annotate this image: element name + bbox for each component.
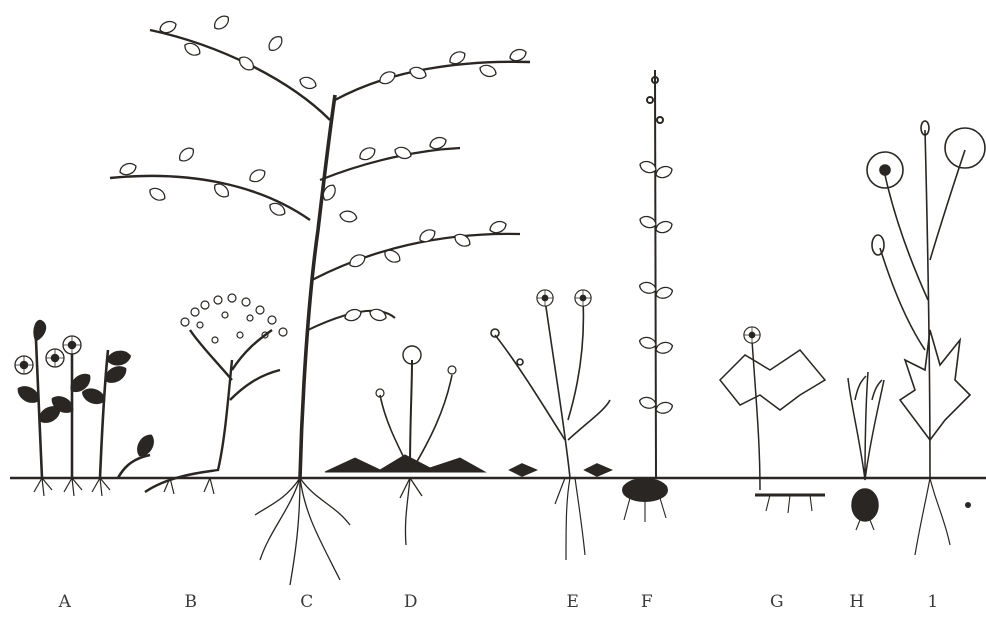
label-e: E [558,592,588,612]
plant-g [720,327,825,513]
plant-f [623,70,674,522]
label-b: B [176,592,206,612]
label-h: H [842,592,872,612]
plant-1 [867,121,985,555]
label-c: C [292,592,322,612]
label-1: 1 [918,592,948,612]
label-f: F [632,592,662,612]
plant-d [325,346,485,545]
plant-a [15,321,156,496]
plant-c [110,13,530,585]
plant-e [491,290,611,560]
plant-b [145,294,287,494]
label-a: A [50,592,80,612]
label-g: G [762,592,792,612]
label-d: D [396,592,426,612]
plant-h [848,372,884,530]
